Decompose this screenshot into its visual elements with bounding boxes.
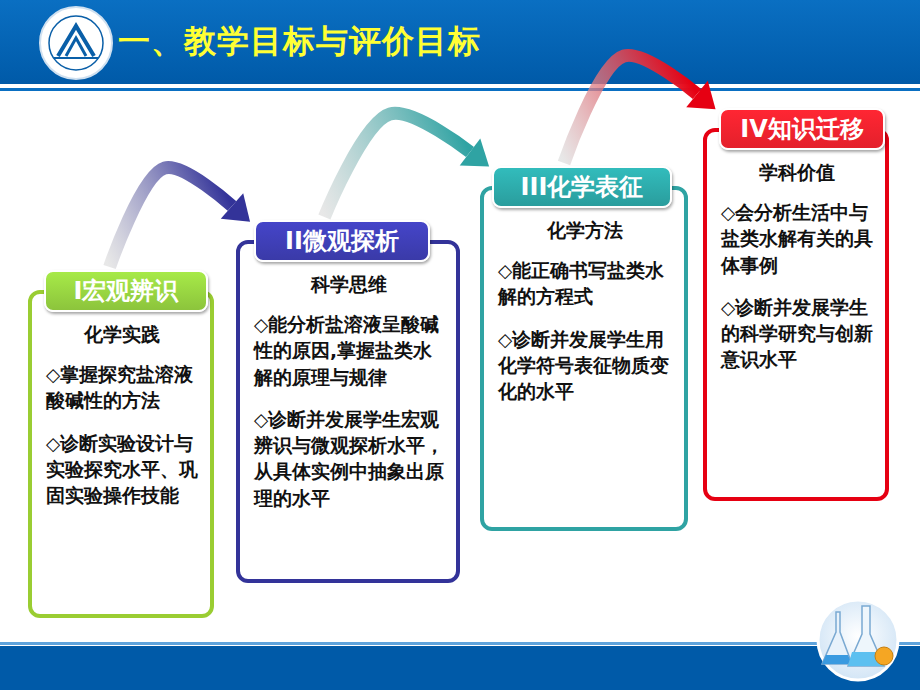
arrow-shaft (564, 55, 697, 163)
goal-item: ◇诊断并发展学生的科学研究与创新意识水平 (721, 295, 873, 374)
footer-bar (0, 646, 920, 690)
category-label: 化学方法 (498, 218, 672, 244)
curved-arrow (110, 168, 250, 267)
stage-heading: III化学表征 (492, 166, 672, 208)
school-logo (40, 7, 112, 79)
goal-box: IV知识迁移学科价值◇会分析生活中与盐类水解有关的具体事例◇诊断并发展学生的科学… (703, 128, 889, 501)
footer-rule (0, 642, 920, 645)
arrow-head (460, 138, 489, 166)
goal-item: ◇诊断并发展学生宏观辨识与微观探析水平，从具体实例中抽象出原理的水平 (254, 407, 444, 512)
category-label: 科学思维 (254, 272, 444, 298)
curved-arrow (324, 113, 489, 217)
curved-arrow (564, 55, 716, 163)
header-rule (0, 88, 920, 91)
slide-title: 一、教学目标与评价目标 (118, 20, 481, 64)
flask-illustration (818, 600, 898, 680)
goal-item: ◇掌握探究盐溶液酸碱性的方法 (46, 362, 198, 415)
goal-box: I宏观辨识化学实践◇掌握探究盐溶液酸碱性的方法◇诊断实验设计与实验探究水平、巩固… (28, 290, 214, 618)
goal-item: ◇诊断实验设计与实验探究水平、巩固实验操作技能 (46, 431, 198, 510)
stage-heading: IV知识迁移 (719, 108, 885, 150)
header-rule (0, 84, 920, 88)
goal-box: II微观探析科学思维◇能分析盐溶液呈酸碱性的原因,掌握盐类水解的原理与规律◇诊断… (236, 240, 460, 583)
category-label: 化学实践 (46, 322, 198, 348)
goal-item: ◇能正确书写盐类水解的方程式 (498, 258, 672, 311)
goal-box: III化学表征化学方法◇能正确书写盐类水解的方程式◇诊断并发展学生用化学符号表征… (480, 186, 688, 531)
stage-heading: I宏观辨识 (44, 270, 208, 312)
arrow-shaft (110, 168, 232, 267)
goal-item: ◇会分析生活中与盐类水解有关的具体事例 (721, 200, 873, 279)
goal-item: ◇能分析盐溶液呈酸碱性的原因,掌握盐类水解的原理与规律 (254, 312, 444, 391)
header-bar (0, 0, 920, 84)
category-label: 学科价值 (721, 160, 873, 186)
arrow-shaft (324, 113, 470, 217)
goal-item: ◇诊断并发展学生用化学符号表征物质变化的水平 (498, 327, 672, 406)
arrow-head (221, 193, 250, 222)
arrow-head (686, 81, 715, 109)
stage-heading: II微观探析 (254, 220, 430, 262)
